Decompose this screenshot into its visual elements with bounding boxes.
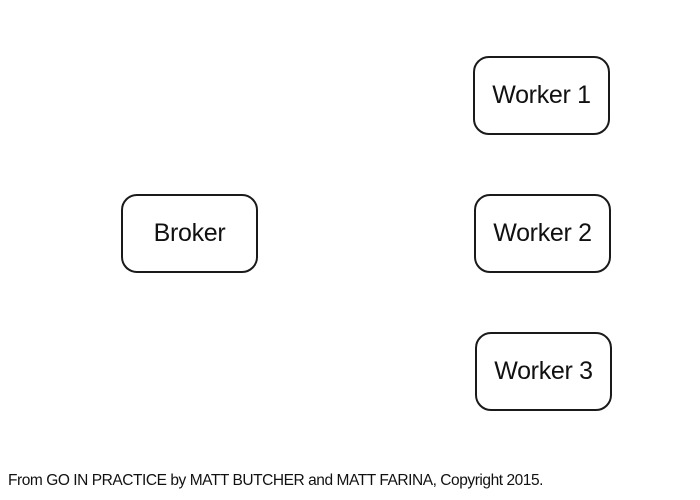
worker-2-node-label: Worker 2 bbox=[493, 219, 592, 247]
broker-node: Broker bbox=[121, 194, 258, 273]
broker-node-label: Broker bbox=[153, 219, 226, 247]
worker-1-node-label: Worker 1 bbox=[492, 81, 591, 109]
worker-2-node: Worker 2 bbox=[474, 194, 611, 273]
worker-1-node: Worker 1 bbox=[473, 56, 610, 135]
worker-3-node: Worker 3 bbox=[475, 332, 612, 411]
worker-3-node-label: Worker 3 bbox=[494, 357, 593, 385]
copyright-caption: From GO IN PRACTICE by MATT BUTCHER and … bbox=[8, 472, 543, 489]
